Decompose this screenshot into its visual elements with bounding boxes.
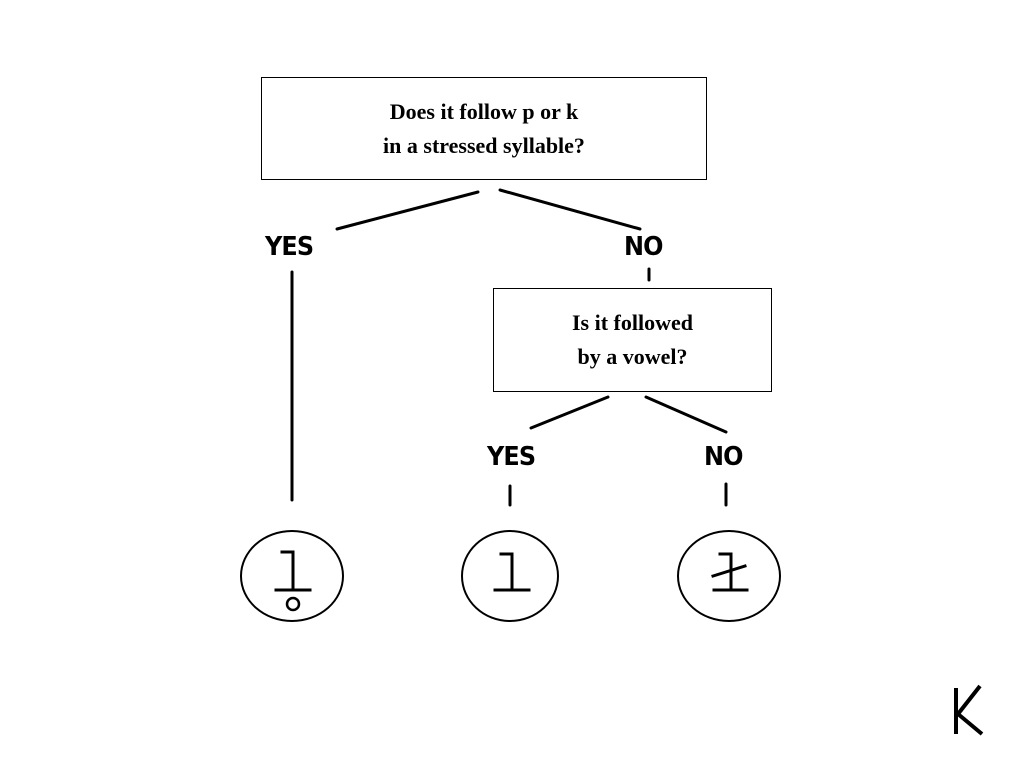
outcome-circle-1 (240, 530, 344, 622)
branch-label-yes-1: YES (265, 232, 314, 262)
outcome-circle-3 (677, 530, 781, 622)
corner-rune-logo-icon (954, 684, 984, 736)
l-with-ring-below-symbol-icon (274, 550, 312, 612)
connector-q1-no (498, 188, 642, 231)
question-2-line-1: Is it followed (572, 310, 693, 335)
outcome-circle-2 (461, 530, 559, 622)
branch-label-no-1: NO (624, 232, 663, 262)
connector-q2-yes (529, 395, 610, 430)
branch-label-yes-2: YES (487, 442, 536, 472)
l-plain-symbol-icon (493, 552, 531, 592)
question-box-2: Is it followed by a vowel? (493, 288, 772, 392)
branch-label-no-2: NO (704, 442, 743, 472)
question-1-line-2: in a stressed syllable? (383, 132, 585, 158)
connector-q1-yes (335, 190, 480, 231)
question-2-line-2: by a vowel? (577, 344, 688, 369)
question-box-1: Does it follow p or k in a stressed syll… (261, 77, 707, 180)
question-1-line-1: Does it follow p or k (389, 98, 579, 124)
connector-q2-no (644, 395, 728, 434)
l-crossed-symbol-icon (711, 552, 749, 592)
